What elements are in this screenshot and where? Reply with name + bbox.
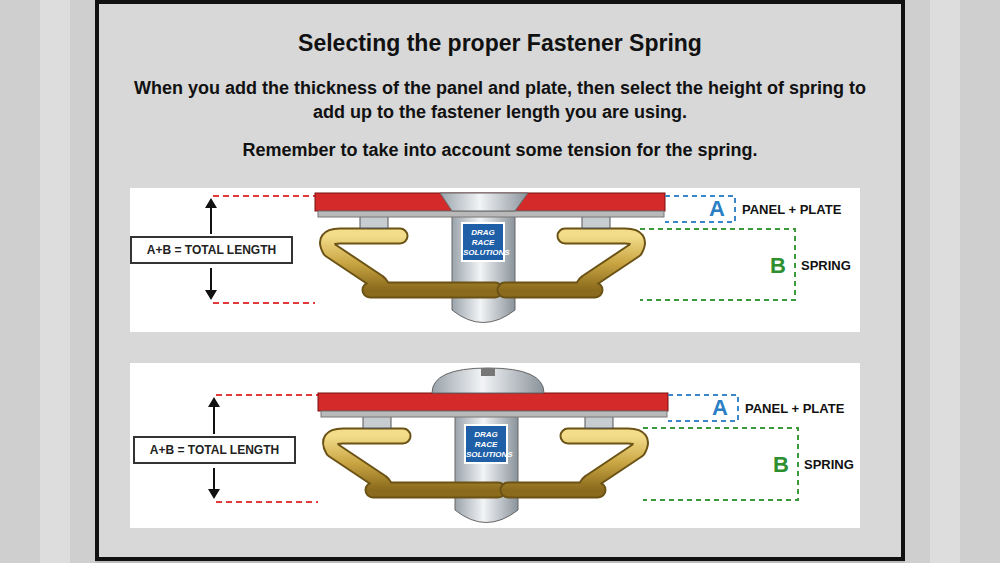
- dimension-label: PANEL + PLATE: [742, 202, 841, 217]
- logo-text: DRAG RACE SOLUTIONS: [461, 222, 505, 262]
- intro-text: When you add the thickness of the panel …: [125, 76, 875, 124]
- dimension-box: A+B = TOTAL LENGTH: [133, 436, 296, 464]
- dimension-letter: B: [771, 452, 791, 478]
- dimension-label: SPRING: [801, 258, 851, 273]
- title: Selecting the proper Fastener Spring: [100, 30, 900, 57]
- dimension-box: A+B = TOTAL LENGTH: [130, 236, 293, 264]
- dimension-text: A+B = TOTAL LENGTH: [147, 243, 276, 257]
- dimension-letter: B: [768, 253, 788, 279]
- dimension-letter: A: [712, 395, 728, 421]
- dimension-label: PANEL + PLATE: [745, 401, 844, 416]
- logo-text: DRAG RACE SOLUTIONS: [464, 424, 508, 464]
- dimension-letter: A: [709, 196, 725, 222]
- dimension-text: A+B = TOTAL LENGTH: [150, 443, 279, 457]
- dimension-label: SPRING: [804, 457, 854, 472]
- note-text: Remember to take into account some tensi…: [100, 140, 900, 161]
